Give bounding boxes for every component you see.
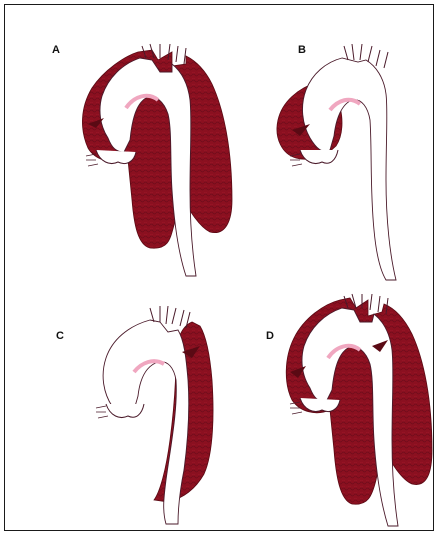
panel-b-aorta <box>277 44 396 280</box>
panel-d-aorta <box>286 294 432 526</box>
panel-c-true-lumen <box>103 320 189 524</box>
panel-a-aorta <box>82 44 232 276</box>
panel-c-aorta <box>96 306 213 524</box>
panel-b-true-lumen <box>303 58 396 280</box>
